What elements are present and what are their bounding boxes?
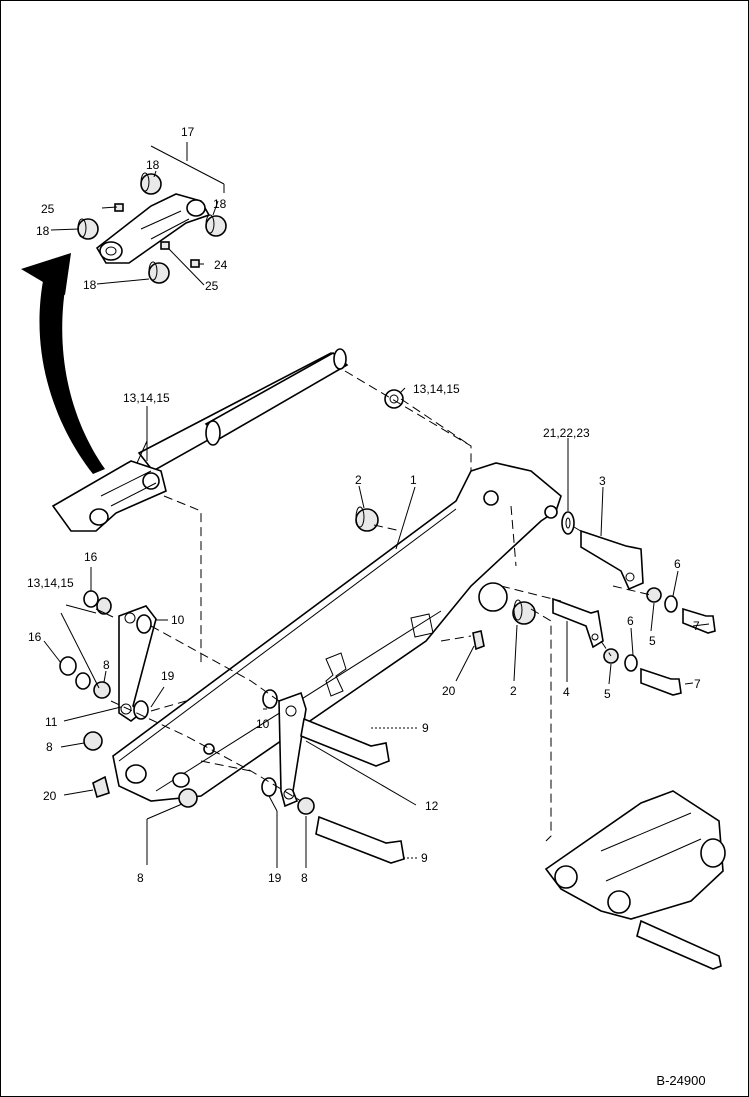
callout-3: 3 <box>599 474 606 488</box>
callout-18: 18 <box>213 197 227 211</box>
callout-7: 7 <box>693 619 700 633</box>
callout-10: 10 <box>256 717 270 731</box>
callout-11: 11 <box>45 715 58 729</box>
callout-labels: 17 18 25 18 18 24 18 25 13,14,15 13,14,1… <box>27 125 701 885</box>
callout-9: 9 <box>422 721 429 735</box>
pins-and-hardware <box>59 389 716 864</box>
callout-18: 18 <box>36 224 50 238</box>
callout-6: 6 <box>627 614 634 628</box>
callout-2: 2 <box>355 473 362 487</box>
callout-24: 24 <box>214 258 228 272</box>
callout-6: 6 <box>674 557 681 571</box>
callout-13-14-15: 13,14,15 <box>123 391 170 405</box>
callout-4: 4 <box>563 685 570 699</box>
callout-13-14-15: 13,14,15 <box>27 576 74 590</box>
callout-17: 17 <box>181 125 195 139</box>
figure-id: B-24900 <box>656 1073 705 1088</box>
callout-16: 16 <box>84 550 98 564</box>
callout-19: 19 <box>161 669 175 683</box>
callout-21-22-23: 21,22,23 <box>543 426 590 440</box>
callout-16: 16 <box>28 630 42 644</box>
cylinder <box>137 348 349 473</box>
main-arm <box>112 462 562 802</box>
curved-arrow-icon <box>21 253 105 474</box>
callout-25: 25 <box>41 202 55 216</box>
callout-18: 18 <box>83 278 97 292</box>
bucket-mount <box>544 790 726 970</box>
boom-linkage <box>51 460 167 532</box>
callout-9: 9 <box>421 851 428 865</box>
callout-20: 20 <box>442 684 456 698</box>
callout-13-14-15: 13,14,15 <box>413 382 460 396</box>
callout-8: 8 <box>46 740 53 754</box>
callout-2: 2 <box>510 684 517 698</box>
bushing-18 <box>77 172 227 284</box>
callout-5: 5 <box>604 687 611 701</box>
callout-8: 8 <box>301 871 308 885</box>
leader-lines <box>43 387 710 868</box>
callout-18: 18 <box>146 158 160 172</box>
callout-10: 10 <box>171 613 185 627</box>
callout-25: 25 <box>205 279 219 293</box>
callout-8: 8 <box>137 871 144 885</box>
inset-linkage-detail <box>50 142 227 286</box>
assembly-lines <box>110 370 652 842</box>
callout-5: 5 <box>649 634 656 648</box>
callout-19: 19 <box>268 871 282 885</box>
callout-12: 12 <box>425 799 439 813</box>
callout-7: 7 <box>694 677 701 691</box>
callout-1: 1 <box>410 473 417 487</box>
callout-8: 8 <box>103 658 110 672</box>
callout-20: 20 <box>43 789 57 803</box>
